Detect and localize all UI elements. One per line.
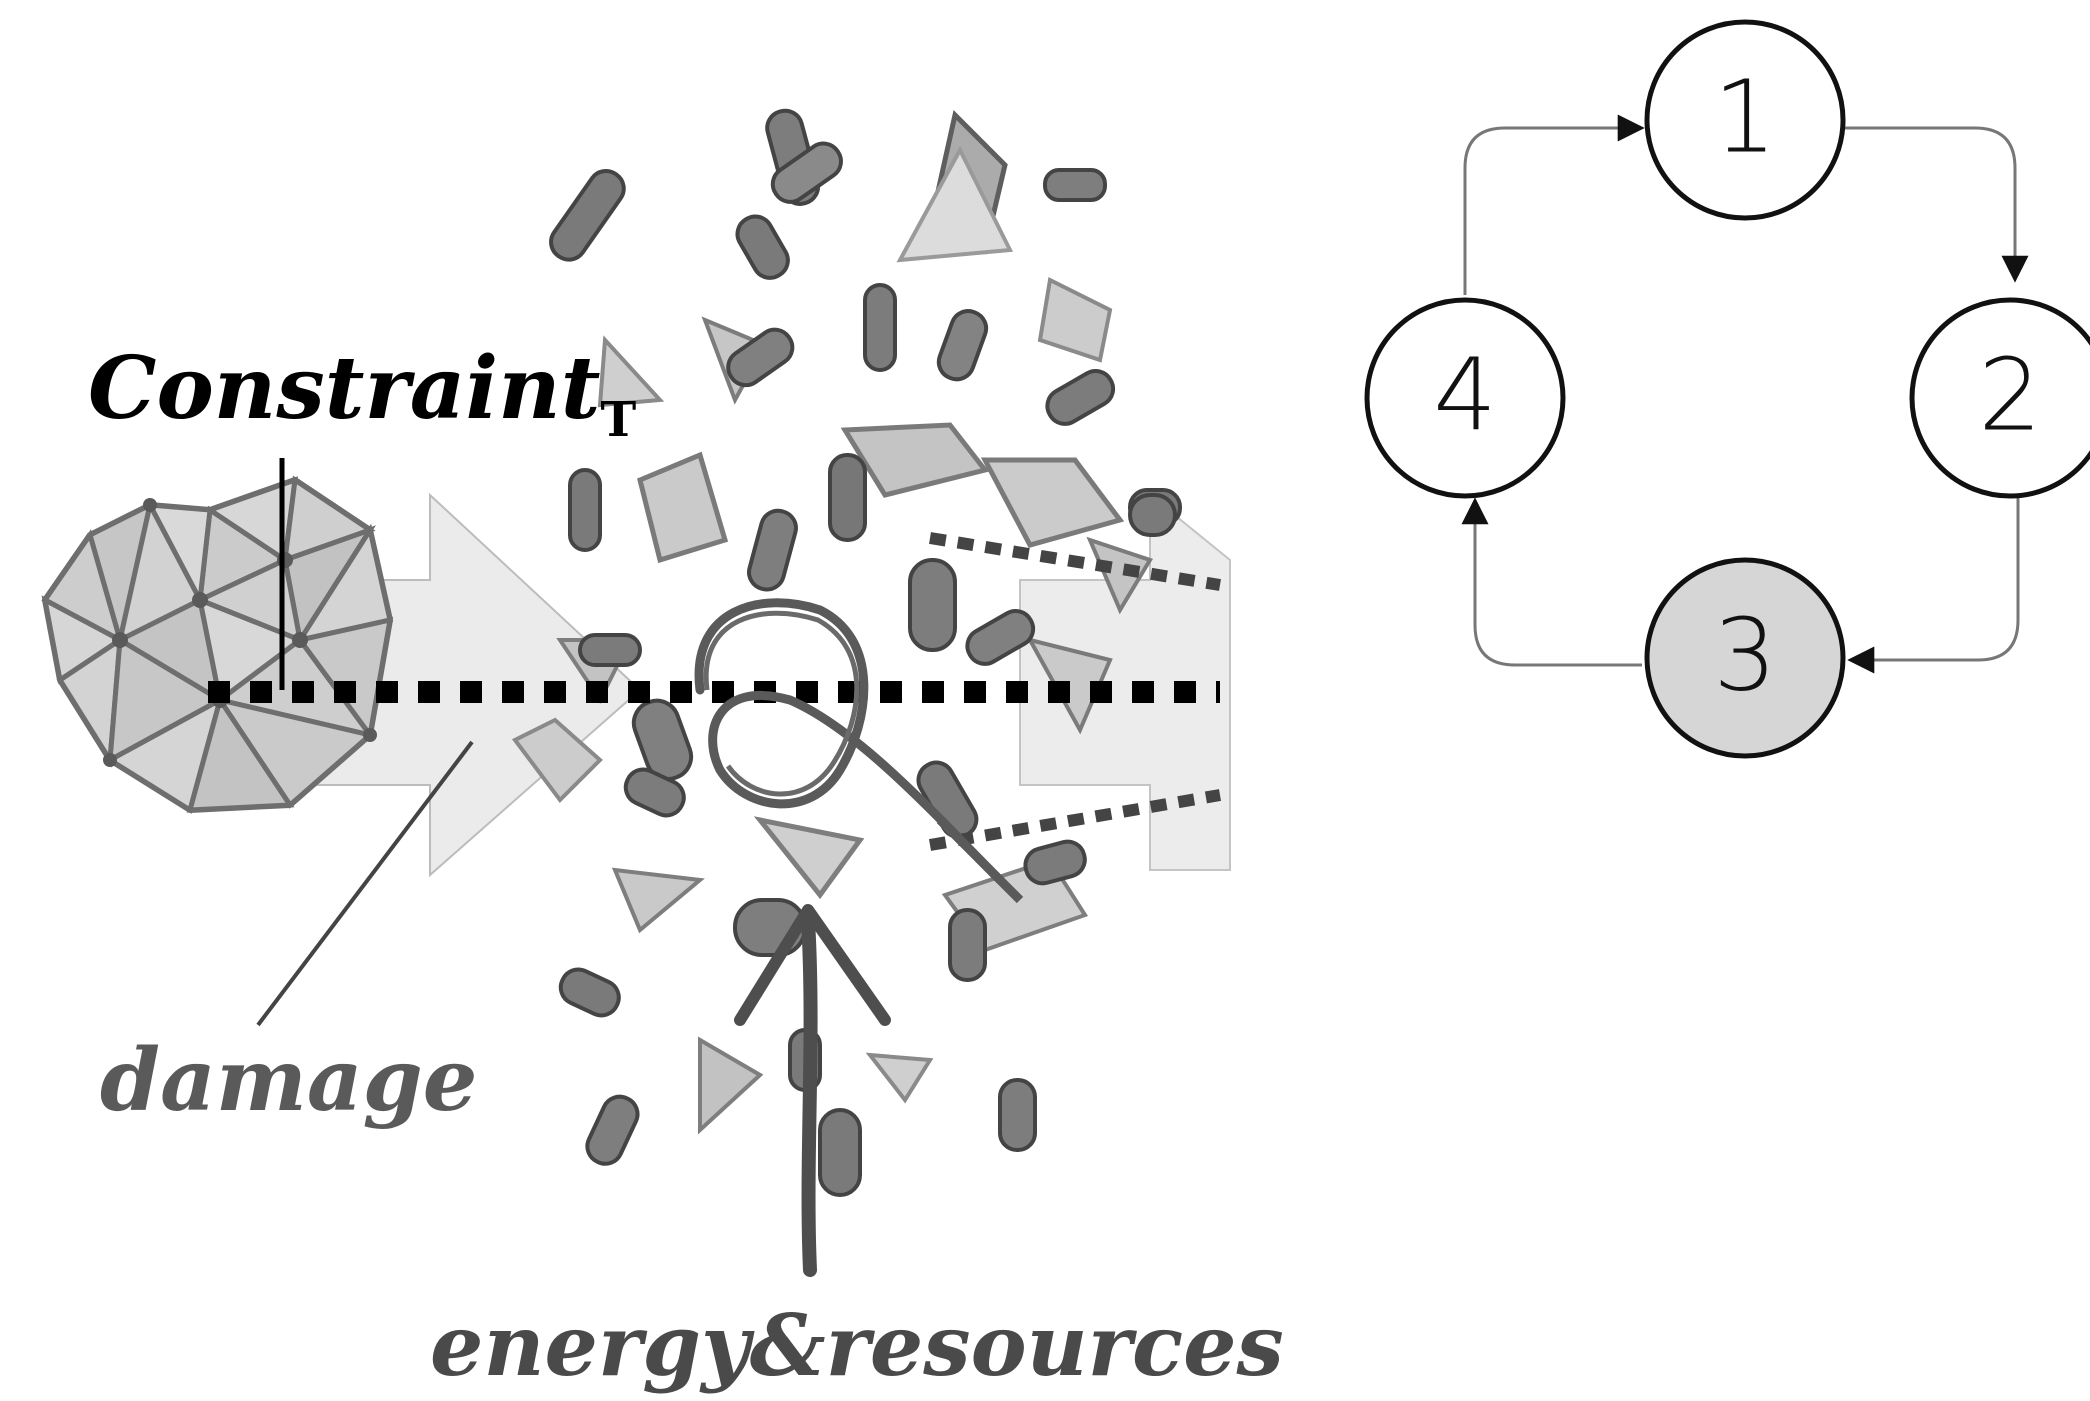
annotation-pointers — [256, 458, 474, 1027]
protein-fragments — [511, 110, 1153, 1135]
node-4-circle — [1364, 297, 1566, 499]
cycle-node-4: 4 — [1364, 297, 1566, 499]
diverging-dotted-lines — [928, 532, 1222, 851]
node-3-label: 3 — [1713, 596, 1777, 713]
edge-2-to-3 — [1847, 495, 2020, 674]
repair-block-arrow — [1019, 492, 1231, 871]
node-4-label: 4 — [1433, 336, 1497, 453]
node-2-label: 2 — [1978, 336, 2042, 453]
edge-3-to-4 — [1461, 497, 1642, 667]
energy-input-arrow — [734, 904, 891, 1277]
cycle-diagram: 1 2 3 4 — [1364, 19, 2090, 759]
capsid-structure — [41, 475, 394, 814]
damage-label: damage — [100, 1030, 477, 1131]
cycle-node-2: 2 — [1909, 297, 2090, 499]
edge-1-to-2 — [1845, 126, 2029, 283]
node-1-circle — [1644, 19, 1846, 221]
node-2-circle — [1909, 297, 2090, 499]
cycle-edges — [1461, 114, 2029, 674]
energy-resources-label: energy&resources — [430, 1296, 1284, 1395]
node-3-circle — [1644, 557, 1846, 759]
edge-4-to-1 — [1463, 114, 1645, 295]
damage-illustration: ConstraintT damage energy&resources — [41, 108, 1284, 1395]
cycle-node-1: 1 — [1644, 19, 1846, 221]
constraint-subscript: T — [600, 392, 636, 448]
constraint-label: ConstraintT — [88, 338, 636, 448]
molecular-blobs — [549, 108, 1182, 1197]
cycle-node-3: 3 — [1644, 557, 1846, 759]
node-1-label: 1 — [1713, 58, 1777, 175]
repair-loop-scribble — [694, 598, 1024, 904]
